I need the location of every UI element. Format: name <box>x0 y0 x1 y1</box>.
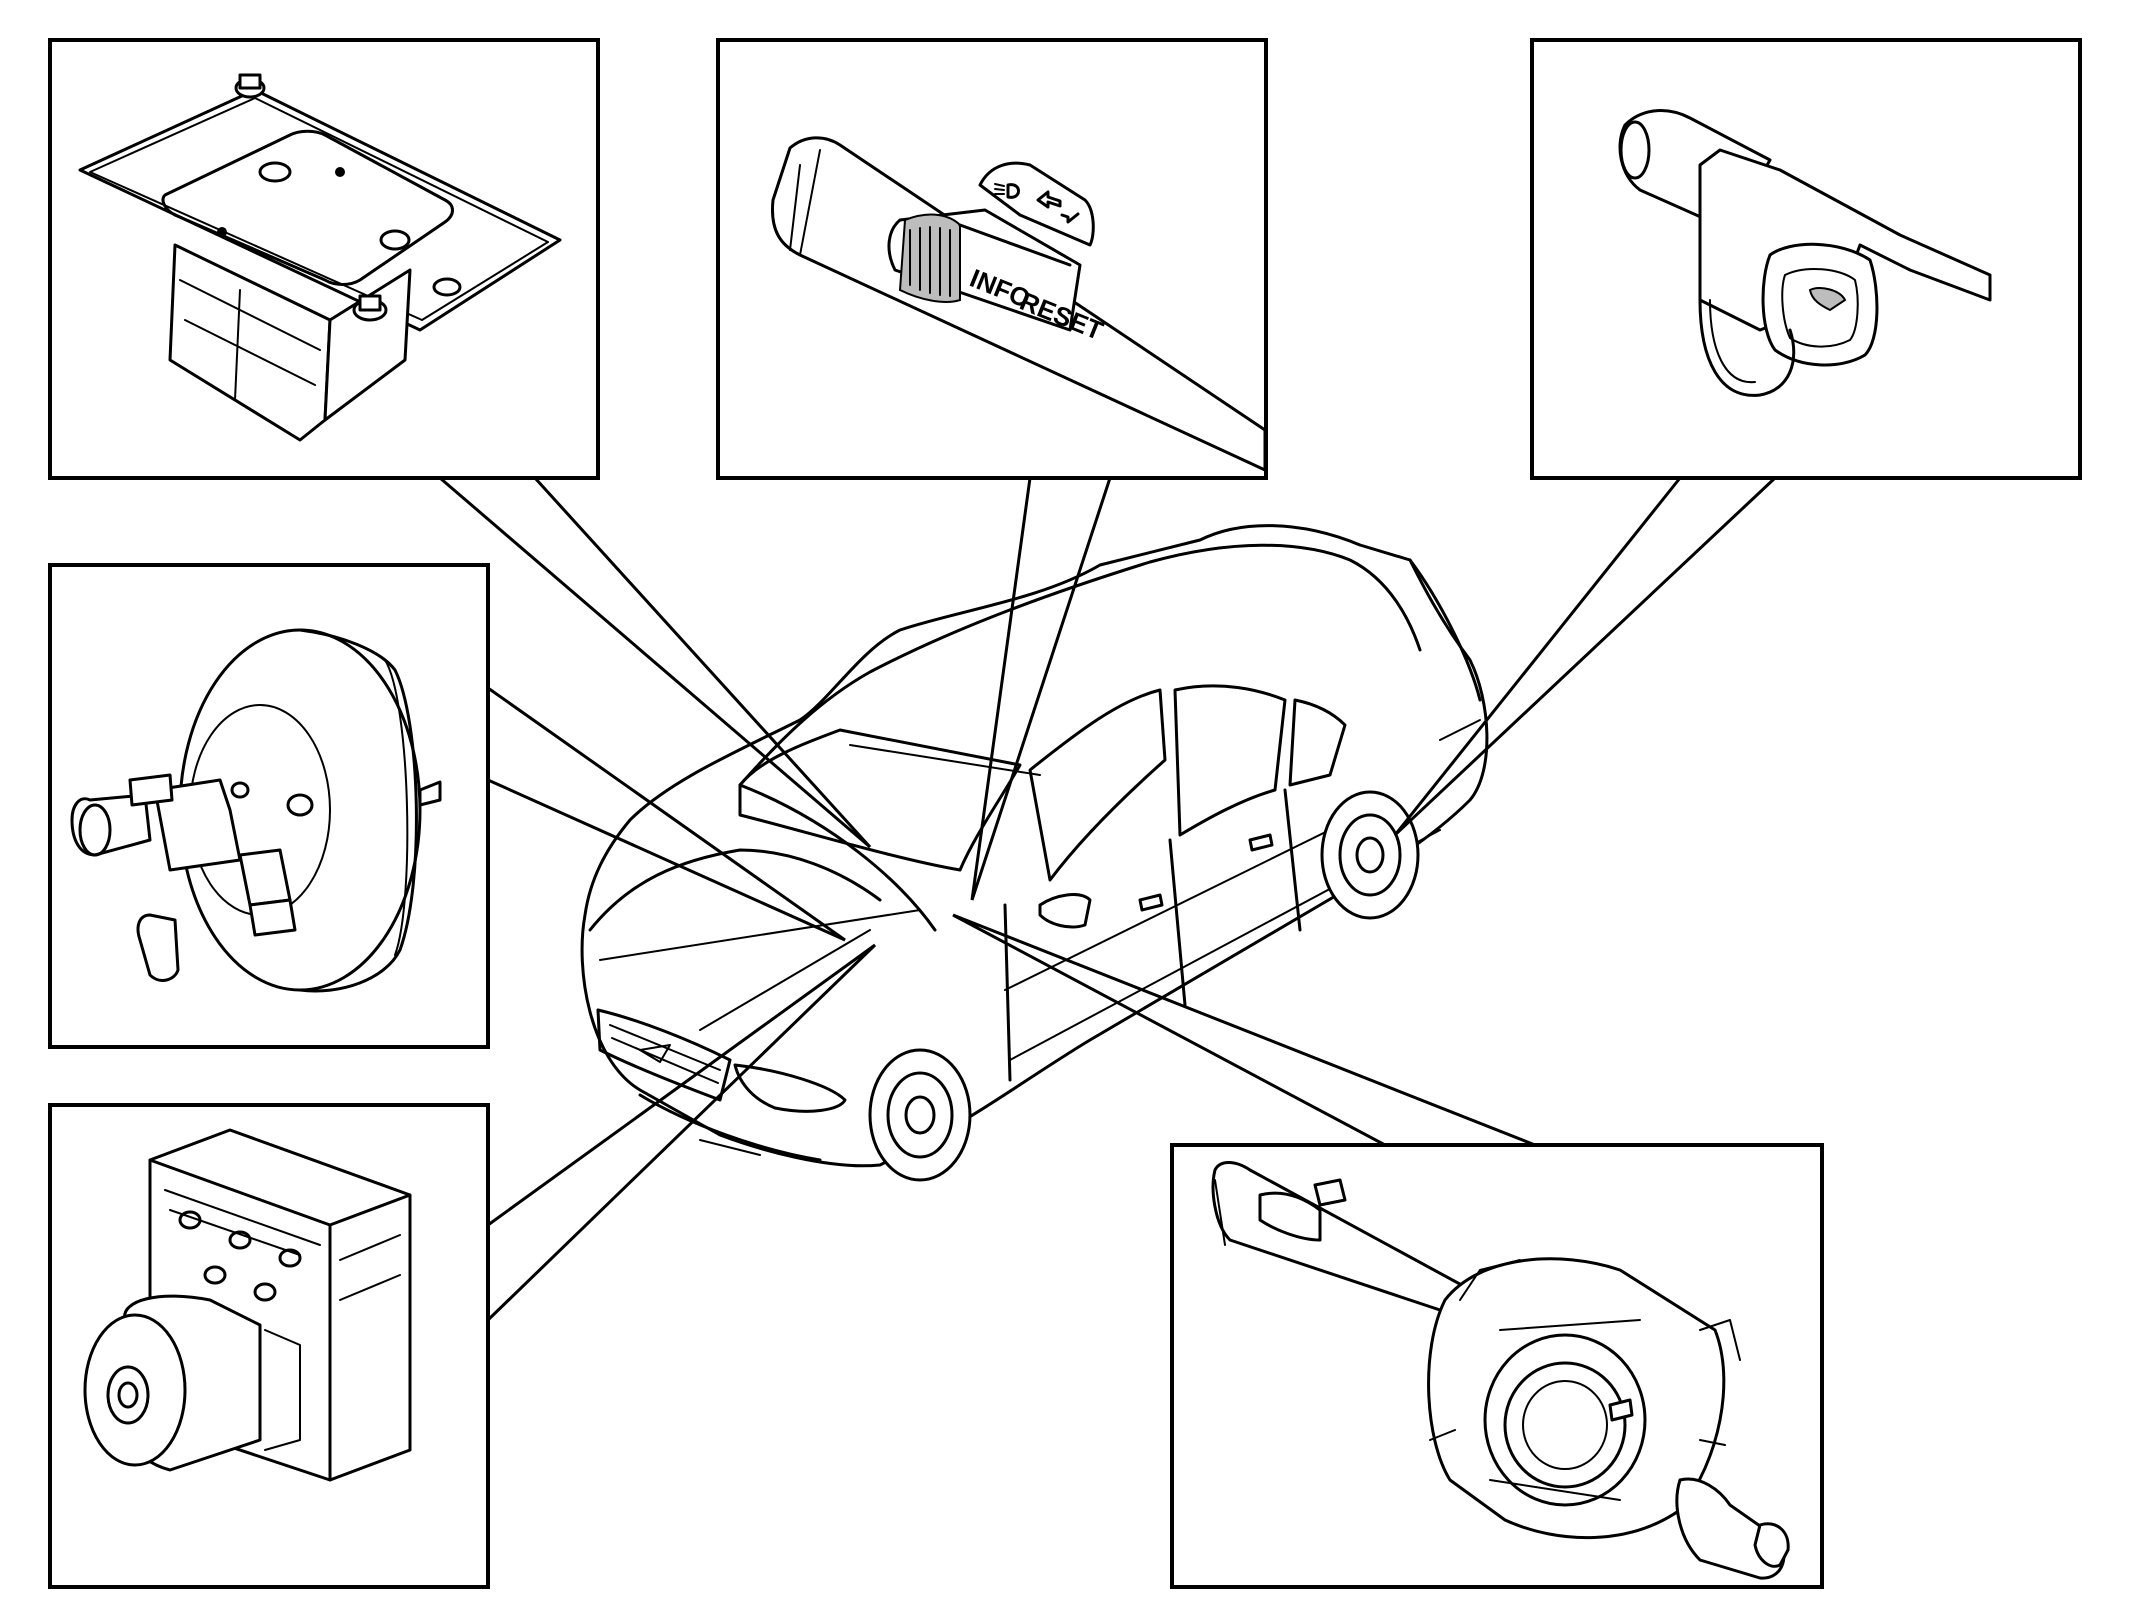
leader-lines <box>439 476 1777 1322</box>
headlight-icon <box>994 183 1020 199</box>
steering-column-module-illustration <box>1211 1161 1790 1580</box>
abs-modulator-illustration <box>83 1128 412 1482</box>
car-illustration <box>580 524 1489 1182</box>
brake-booster-illustration <box>70 628 442 993</box>
control-module-illustration <box>78 73 562 442</box>
turn-arrows-icon <box>1036 190 1080 224</box>
wheel-speed-sensor-illustration <box>1618 109 1992 397</box>
